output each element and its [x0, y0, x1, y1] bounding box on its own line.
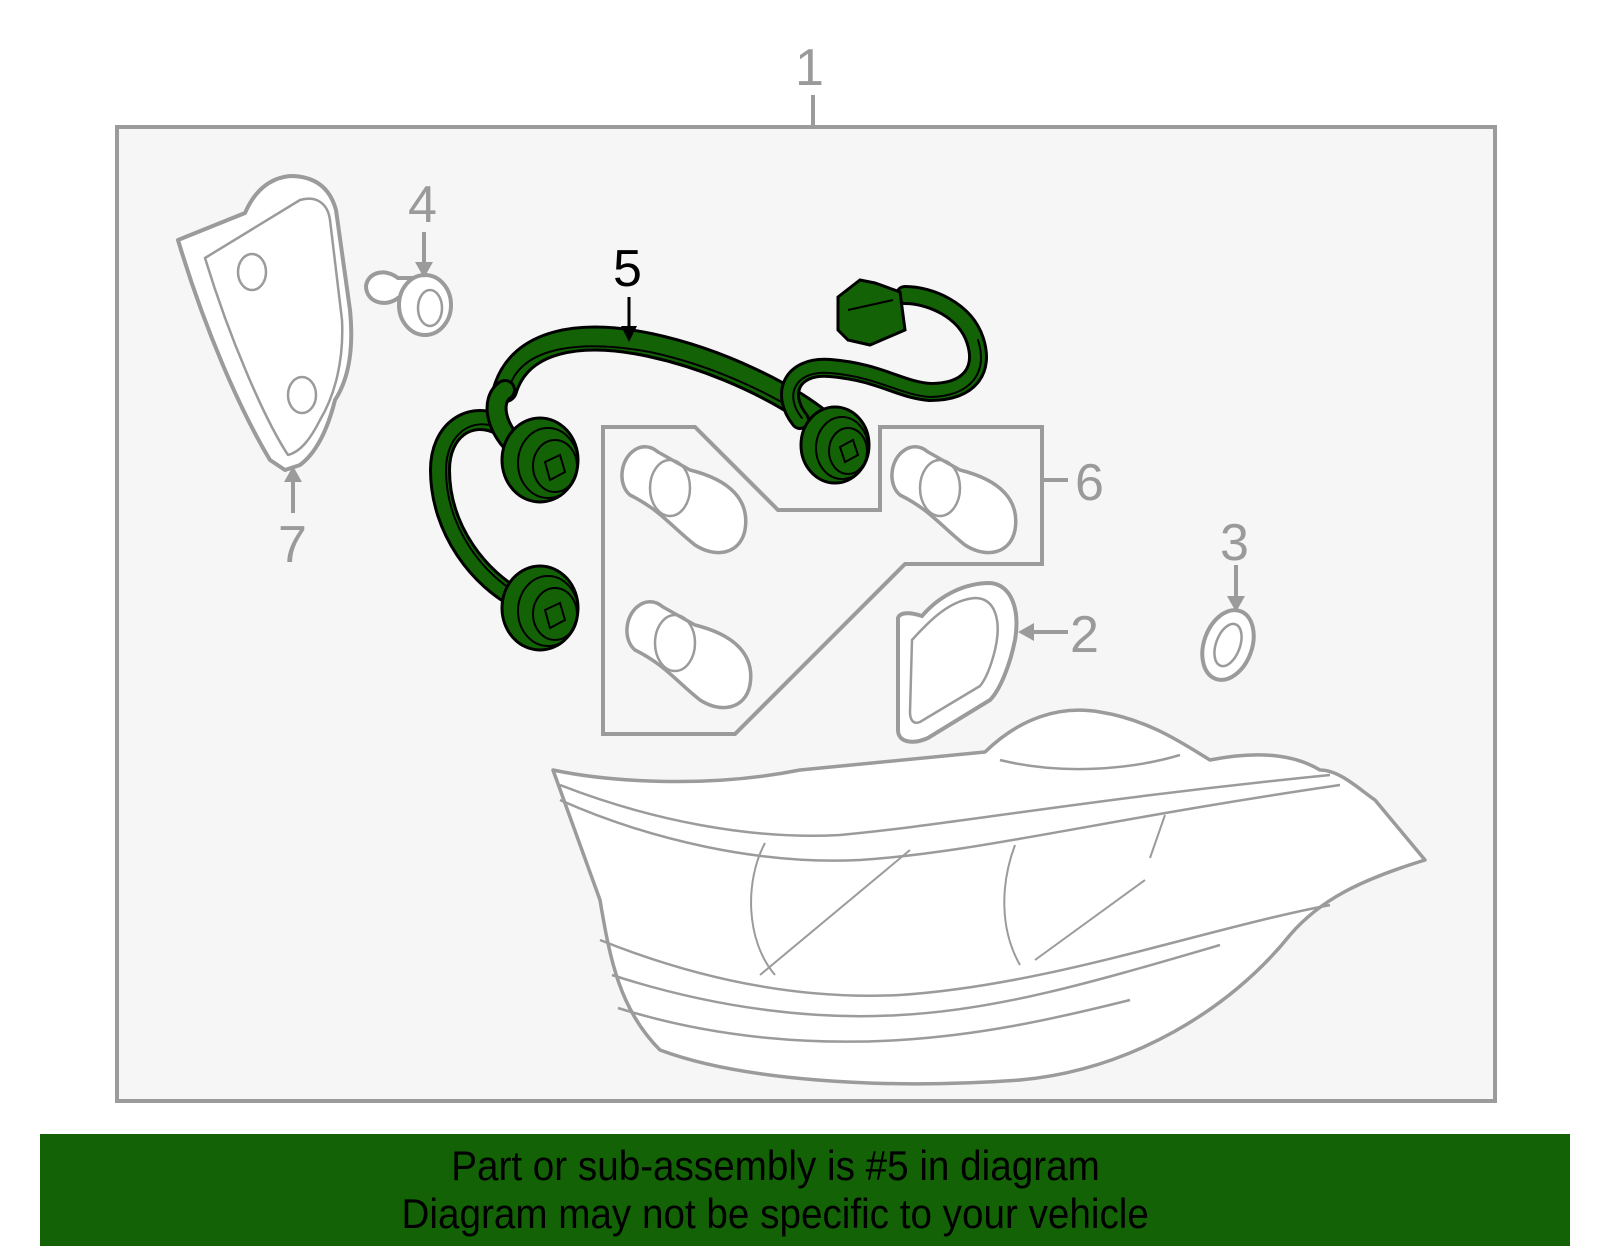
- callout-2-arrowhead: [1018, 623, 1034, 641]
- part-5-sockets[interactable]: [500, 405, 871, 652]
- callout-2-label: 2: [1070, 606, 1099, 664]
- part-7-housing-seal[interactable]: [176, 174, 354, 472]
- banner-line-2: Diagram may not be specific to your vehi…: [401, 1190, 1149, 1237]
- callout-6-label: 6: [1075, 454, 1104, 512]
- part-6-bulbs-frame: [601, 425, 1044, 736]
- callout-5-label: 5: [613, 240, 642, 298]
- part-info-banner: Part or sub-assembly is #5 in diagram Di…: [40, 1134, 1570, 1246]
- callout-1-label: 1: [795, 39, 824, 97]
- part-2-gasket[interactable]: [896, 580, 1019, 744]
- part-6-bulbs[interactable]: [620, 445, 1018, 710]
- callout-4-label: 4: [408, 176, 437, 234]
- part-1-tail-lamp[interactable]: [551, 708, 1427, 1086]
- part-3-washer[interactable]: [1193, 603, 1263, 687]
- callout-4-arrowhead: [415, 262, 433, 278]
- callout-7-arrowhead: [284, 466, 302, 482]
- part-5-connector[interactable]: [836, 278, 907, 347]
- banner-line-1: Part or sub-assembly is #5 in diagram: [450, 1142, 1100, 1189]
- callout-3-label: 3: [1220, 514, 1249, 572]
- callout-7-label: 7: [278, 516, 307, 574]
- callout-3-arrowhead: [1227, 596, 1245, 612]
- callout-5-arrowhead: [621, 326, 637, 342]
